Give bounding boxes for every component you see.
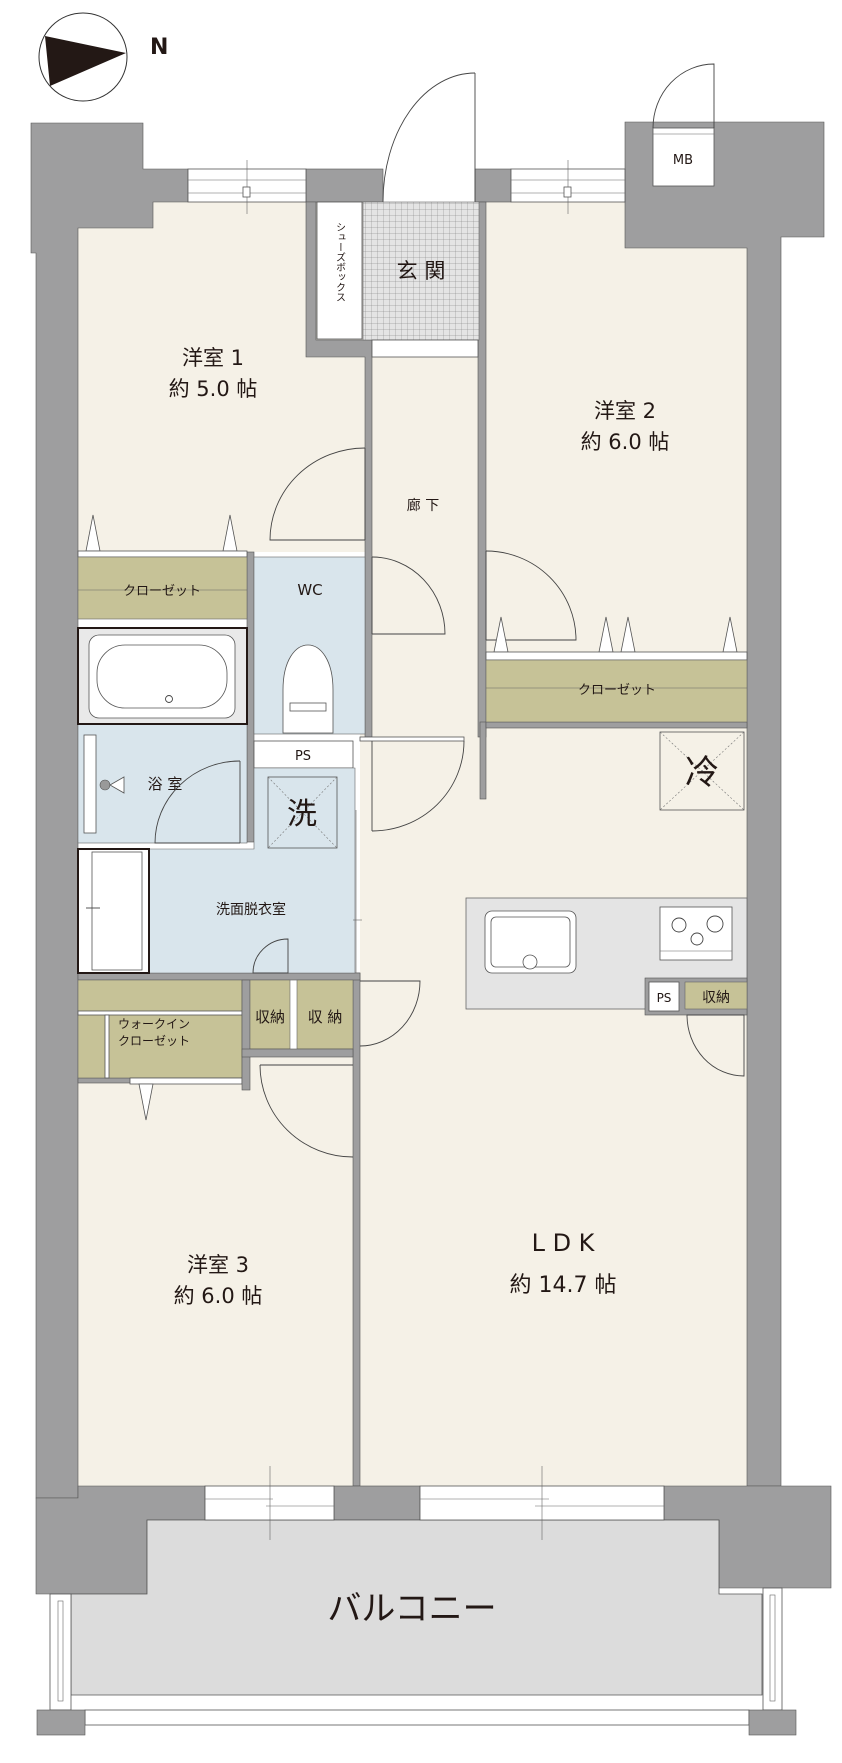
closet2-label: クローゼット xyxy=(578,683,656,698)
wall-top-entrance-right xyxy=(474,168,512,203)
western2-name: 洋室 2 xyxy=(594,399,656,423)
washroom-label: 洗面脱衣室 xyxy=(216,901,286,918)
compass: N xyxy=(38,12,168,102)
wall-top-mid xyxy=(305,168,384,203)
storage-kitchen-label: 収納 xyxy=(702,990,730,1006)
washer-space: 洗 xyxy=(267,776,338,849)
window-bottom-2[interactable] xyxy=(419,1466,665,1540)
bath-label: 浴 室 xyxy=(148,775,183,793)
western1-size: 約 5.0 帖 xyxy=(169,377,258,401)
storage-b[interactable] xyxy=(296,979,354,1050)
walkin-door-marker xyxy=(138,1083,154,1121)
wall-wash-bottom xyxy=(77,972,361,981)
wall-storage-bottom xyxy=(241,1048,354,1058)
window-top-2 xyxy=(510,160,626,214)
western1-floor-lower xyxy=(78,440,365,552)
entrance-door[interactable] xyxy=(382,72,476,203)
western2-door[interactable] xyxy=(485,550,577,641)
compass-arrow-icon xyxy=(45,36,126,86)
window-top-1 xyxy=(187,160,307,214)
walkin-label-line2: クローゼット xyxy=(118,1034,190,1048)
kitchen-counter xyxy=(465,897,748,1010)
western3-name: 洋室 3 xyxy=(187,1253,249,1277)
washer-label: 洗 xyxy=(287,797,317,832)
walkin-threshold xyxy=(129,1077,243,1085)
mb-label: MB xyxy=(673,153,693,168)
storage-b-label: 収 納 xyxy=(308,1008,343,1026)
balcony: バルコニー xyxy=(36,1519,797,1736)
meter-box: MB xyxy=(652,63,715,187)
wc-room: WC xyxy=(253,556,366,735)
hallway-label: 廊 下 xyxy=(407,497,439,514)
walk-in-closet[interactable]: ウォークイン クローゼット xyxy=(77,979,243,1079)
kitchen-storage-door[interactable] xyxy=(686,1014,745,1077)
ldk-door[interactable] xyxy=(359,736,465,832)
balcony-label: バルコニー xyxy=(327,1589,496,1629)
entrance-label: 玄 関 xyxy=(397,259,446,283)
storage-a[interactable] xyxy=(249,979,291,1050)
ps-wc-label: PS xyxy=(295,749,311,764)
western3-floor xyxy=(78,1078,353,1486)
western1-floor xyxy=(78,202,365,448)
storage-b-door[interactable] xyxy=(359,980,421,1047)
closet-1[interactable]: クローゼット xyxy=(77,514,248,620)
shoebox-label: シューズボックス xyxy=(334,222,346,302)
wc-door[interactable] xyxy=(371,556,446,635)
western3-door[interactable] xyxy=(259,1064,354,1158)
western2-size: 約 6.0 帖 xyxy=(581,430,670,454)
entrance-step xyxy=(371,339,479,358)
entrance-tile-floor xyxy=(362,201,480,341)
wall-bottom-mid xyxy=(333,1485,421,1521)
ps-kitchen-label: PS xyxy=(657,991,672,1005)
bath-door[interactable] xyxy=(154,760,241,844)
wall-closet2-bottom xyxy=(485,721,748,729)
wall-room3-ldk xyxy=(352,972,361,1487)
ps-kitchen xyxy=(648,981,680,1012)
window-bottom-1[interactable] xyxy=(204,1466,335,1540)
floors xyxy=(78,202,747,1486)
ldk-name: L D K xyxy=(532,1229,596,1257)
fridge-label: 冷 xyxy=(685,753,719,793)
ldk-size: 約 14.7 帖 xyxy=(510,1273,617,1298)
ldk-floor xyxy=(360,728,747,1486)
western2-floor xyxy=(486,202,747,652)
western1-name: 洋室 1 xyxy=(182,346,244,370)
storage-door[interactable] xyxy=(252,938,289,974)
shoebox xyxy=(316,201,363,340)
western1-door[interactable] xyxy=(269,447,366,541)
hallway-floor xyxy=(372,357,478,737)
western3-size: 約 6.0 帖 xyxy=(174,1284,263,1308)
walkin-label-line1: ウォークイン xyxy=(118,1017,190,1031)
wc-label: WC xyxy=(297,581,322,599)
toilet-icon xyxy=(282,644,334,734)
closet-2[interactable]: クローゼット xyxy=(485,616,748,723)
wall-bath-wc xyxy=(246,551,255,843)
shower-icon xyxy=(99,779,111,791)
compass-north-label: N xyxy=(150,35,168,60)
storage-kitchen[interactable] xyxy=(684,981,748,1010)
fridge-space: 冷 xyxy=(659,731,745,811)
storage-a-label: 収納 xyxy=(255,1008,285,1026)
closet1-label: クローゼット xyxy=(123,584,201,599)
wall-storage xyxy=(241,979,251,1091)
wall-left xyxy=(30,122,189,1499)
wall-partition-ldk xyxy=(479,721,487,800)
bathroom: 浴 室 xyxy=(77,627,248,844)
